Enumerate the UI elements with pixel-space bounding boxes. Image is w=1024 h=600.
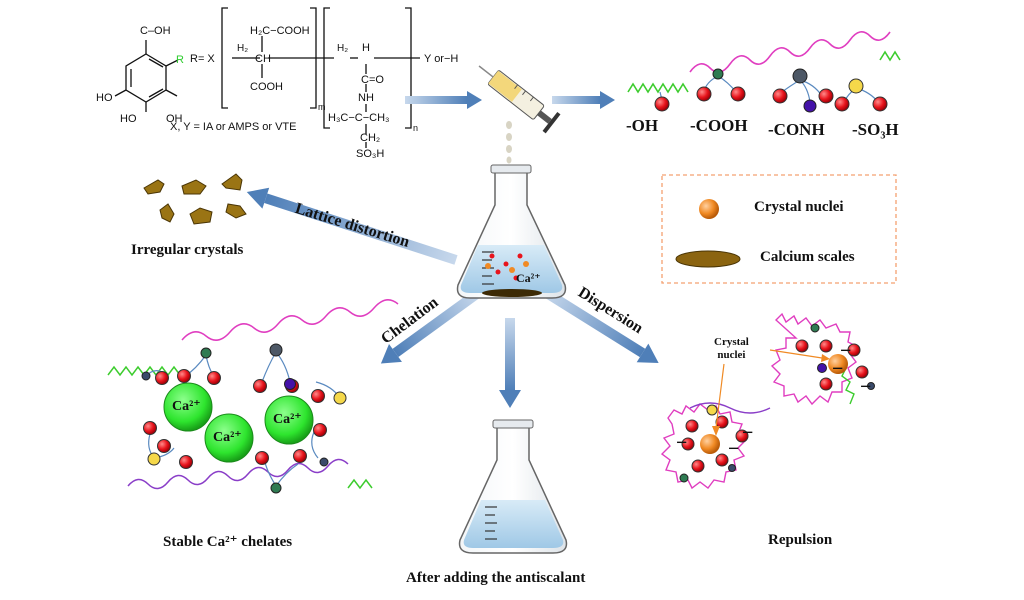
- struct-ch2: CH₂: [360, 132, 380, 144]
- red-ball: [818, 88, 834, 104]
- struct-r-eq: R= X: [190, 53, 215, 65]
- chain-green-2: [879, 50, 901, 62]
- benzene-ring: [125, 53, 167, 103]
- struct-oh-left: HO: [96, 92, 113, 104]
- struct-h2-right: H₂: [337, 43, 348, 54]
- arrow-to-groups: [552, 91, 615, 109]
- minus-sign-2: −: [860, 376, 872, 398]
- ca-ion-3: [264, 395, 314, 445]
- arrow-lattice: [246, 187, 458, 265]
- bottom-flask: [458, 419, 568, 554]
- repulsion-nucleus-2: [700, 434, 720, 454]
- minus-sign-6: −: [728, 438, 740, 460]
- after-caption: After adding the antiscalant: [406, 570, 586, 586]
- struct-cooh-bottom: COOH: [250, 81, 283, 93]
- syringe-icon: [478, 65, 561, 134]
- legend-nuclei-icon: [699, 199, 719, 219]
- structure-text: C–OH R HO HO OH R= X H₂C−COOH H₂ CH COOH…: [96, 25, 458, 160]
- repulsion-panel: [660, 312, 875, 490]
- struct-h2c-cooh: H₂C−COOH: [250, 25, 310, 37]
- struct-h: H: [362, 42, 370, 54]
- struct-so3h: SO₃H: [356, 148, 384, 160]
- struct-xy-note: X, Y = IA or AMPS or VTE: [170, 121, 296, 133]
- ca-ion-2: [204, 413, 254, 463]
- struct-oh-bottom-right: OH: [166, 113, 183, 125]
- legend-box: [661, 174, 897, 284]
- repulsion-caption: Repulsion: [768, 532, 833, 548]
- irregular-crystals: [143, 173, 247, 225]
- minus-sign-3: −: [832, 358, 844, 380]
- group-so3h-label: -SO₃H: [852, 120, 899, 139]
- struct-cooh-top: C–OH: [140, 25, 171, 37]
- node-yellow: [848, 78, 864, 94]
- flask-ca-label: Ca²⁺: [516, 271, 541, 285]
- chain-green: [627, 82, 689, 94]
- cluster-bottom: [660, 403, 748, 490]
- struct-nh: NH: [358, 92, 374, 104]
- struct-sub-n: n: [413, 123, 418, 133]
- red-ball: [696, 86, 712, 102]
- group-conh-label: -CONH: [768, 120, 825, 139]
- arrows: [246, 91, 659, 408]
- legend-scales-label: Calcium scales: [760, 249, 855, 265]
- ca-ion-label-3: Ca²⁺: [273, 412, 302, 427]
- struct-oh-bottom-left: HO: [120, 113, 137, 125]
- center-flask: [456, 164, 567, 299]
- red-ball: [730, 86, 746, 102]
- repulsion-nuclei-label: Crystal nuclei: [714, 336, 749, 361]
- struct-end-group: Y or−H: [424, 53, 458, 65]
- legend-nuclei-label: Crystal nuclei: [754, 199, 844, 215]
- red-ball: [772, 88, 788, 104]
- red-ball: [872, 96, 888, 112]
- ca-ion-1: [163, 382, 213, 432]
- repulsion-nucleus-1: [828, 354, 848, 374]
- legend-scale-icon: [675, 250, 741, 268]
- node-green: [712, 68, 724, 80]
- ca-ion-label-2: Ca²⁺: [213, 430, 242, 445]
- irregular-crystals-caption: Irregular crystals: [131, 242, 244, 258]
- struct-c-o: C=O: [361, 74, 384, 86]
- red-ball: [834, 96, 850, 112]
- node-gray: [792, 68, 808, 84]
- drops: [506, 121, 512, 164]
- struct-sub-m: m: [318, 102, 326, 112]
- minus-sign-1: −: [840, 340, 852, 362]
- arrow-to-syringe: [405, 91, 482, 109]
- struct-ch: CH: [255, 53, 271, 65]
- chelation-complex: [107, 299, 399, 494]
- red-ball: [654, 96, 670, 112]
- arrow-chelation: [380, 288, 481, 364]
- node-purple: [803, 99, 817, 113]
- chemical-structure: [114, 7, 420, 148]
- functional-groups-panel: [627, 31, 901, 113]
- struct-h2-left: H₂: [237, 43, 248, 54]
- minus-sign-4: −: [742, 422, 754, 444]
- chain-magenta: [689, 31, 891, 73]
- ca-ion-label-1: Ca²⁺: [172, 399, 201, 414]
- struct-ch3-row: H₃C−C−CH₃: [328, 112, 390, 124]
- group-oh-label: -OH: [626, 116, 659, 135]
- chelates-caption: Stable Ca²⁺ chelates: [163, 534, 293, 550]
- struct-r-group: R: [176, 54, 184, 66]
- minus-sign-5: −: [676, 432, 688, 454]
- arrow-dispersion: [542, 287, 659, 364]
- group-cooh-label: -COOH: [690, 116, 748, 135]
- arrow-down: [499, 318, 521, 408]
